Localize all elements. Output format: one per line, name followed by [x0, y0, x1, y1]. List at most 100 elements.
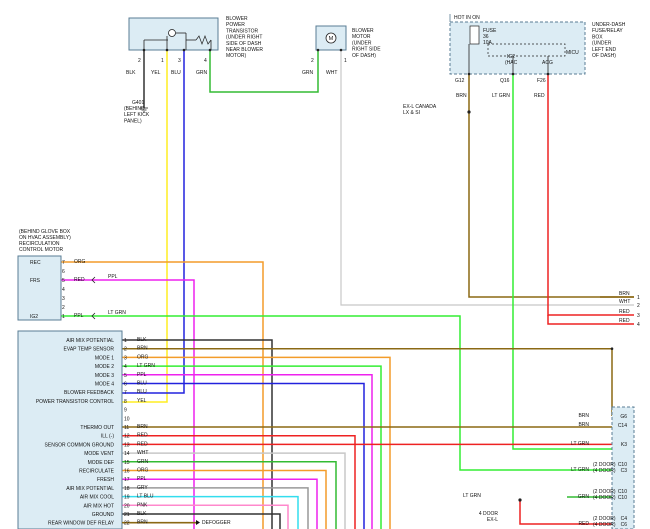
control-unit-wire-label: BRN — [137, 346, 148, 352]
control-unit-pin-label: AIR MIX COOL — [80, 495, 114, 501]
recirc-wire-ltgrn-right: LT GRN — [108, 310, 126, 316]
blower-motor-label-line: OF DASH) — [352, 53, 376, 59]
wire-pin2-brn — [122, 347, 613, 416]
wire-ltgrn-ig2 — [60, 315, 612, 471]
control-unit-pin-label: MODE 4 — [95, 382, 114, 388]
recirc-pin-number: 6 — [62, 269, 65, 275]
control-unit-pin-label: POWER TRANSISTOR CONTROL — [36, 399, 114, 405]
ground-note-line: LEFT KICK — [124, 112, 150, 118]
transistor-symbol — [168, 29, 176, 37]
splice-dot-canada — [467, 110, 471, 114]
wire-ltgrn-fuse — [512, 74, 612, 450]
pin-dot-4 — [165, 48, 169, 52]
blower-motor-label-line: BLOWER — [352, 28, 374, 34]
control-unit-wire-label: ORG — [137, 354, 149, 360]
recirc-wire-label: RED — [74, 277, 85, 283]
connector-wire-label: GRN — [578, 494, 590, 500]
connector-wire-label: BRN — [578, 422, 589, 428]
control-unit-pin-number: 18 — [124, 486, 130, 492]
recirc-label-line: (BEHIND GLOVE BOX — [19, 229, 71, 235]
transistor-label-line: (UNDER RIGHT — [226, 35, 262, 41]
connector-pin-number: C6 — [621, 522, 628, 528]
blower-motor-label-line: (UNDER — [352, 40, 372, 46]
recirc-label-line: RECIRCULATION — [19, 241, 60, 247]
wire-pin14-wht — [122, 452, 346, 529]
control-unit-pin-number: 10 — [124, 416, 130, 422]
right-pin-number: 2 — [637, 303, 640, 309]
control-unit-pin-label: MODE VENT — [84, 451, 114, 457]
control-unit-pin-label: AIR MIX HOT — [83, 503, 114, 509]
recirc-pin-number: 3 — [62, 296, 65, 302]
canada-note-line: LX & SI — [403, 110, 420, 116]
connector-ltgrn-mid: LT GRN — [463, 493, 481, 499]
fuse-box-label-line: FUSE/RELAY — [592, 28, 623, 34]
control-unit-pin-label: MODE DEF — [88, 460, 114, 466]
control-unit-pin-label: MODE 3 — [95, 373, 114, 379]
defogger-label: DEFOGGER — [202, 520, 231, 526]
recirc-terminal-name: REC — [30, 260, 41, 266]
micu-box — [487, 43, 566, 57]
pin-dot-3 — [142, 48, 146, 52]
control-unit-pin-number: 4 — [124, 364, 127, 370]
control-unit-wire-label: BLK — [137, 337, 147, 343]
defogger-arrow — [196, 520, 200, 525]
wire-layer — [60, 50, 634, 529]
control-unit-wire-label: GRN — [137, 459, 149, 465]
recirc-terminal-name: FRS — [30, 278, 41, 284]
resistor-symbol — [195, 35, 212, 45]
control-unit-wire-label: GRY — [137, 485, 148, 491]
wire-pin20-pnk — [122, 504, 289, 529]
four-door-note-line: 4 DOOR — [479, 511, 499, 517]
fuse-pin-g12: G12 — [455, 78, 465, 84]
control-unit-pin-label: FRESH — [97, 477, 114, 483]
control-unit-wire-label: RED — [137, 441, 148, 447]
fuse-box-label-line: BOX — [592, 34, 603, 40]
wire-grn-motor — [209, 50, 319, 93]
wire-pin6-blu — [122, 382, 365, 529]
control-unit-pin-label: SENSOR COMMON GROUND — [45, 442, 115, 448]
climate-control-unit-box — [17, 330, 123, 529]
transistor-label-line: NEAR BLOWER — [226, 47, 263, 53]
connector-door-note: (4 DOOR) — [593, 468, 616, 474]
wire-red-4door — [519, 500, 567, 525]
fuse-label-line: 10A — [483, 40, 493, 46]
control-unit-wire-label: RED — [137, 433, 148, 439]
pin-dot-6 — [208, 48, 212, 52]
wire-pin12-red — [122, 434, 356, 529]
recirc-pin-number: 1 — [62, 314, 65, 320]
right-wire-label: WHT — [619, 299, 630, 305]
transistor-pin-number: 3 — [178, 58, 181, 64]
recirc-pin-number: 2 — [62, 305, 65, 311]
acg-label: ACG — [542, 60, 553, 66]
control-unit-pin-number: 19 — [124, 495, 130, 501]
wire-pin3-org — [122, 356, 391, 529]
right-wire-label: BRN — [619, 291, 630, 297]
pin-dot-2 — [546, 72, 550, 76]
recirc-label-line: CONTROL MOTOR — [19, 247, 64, 253]
control-unit-pin-number: 5 — [124, 373, 127, 379]
control-unit-pin-number: 15 — [124, 460, 130, 466]
wire-ppl-frs — [60, 279, 195, 529]
micu-label: MICU — [566, 50, 579, 56]
control-unit-pin-number: 20 — [124, 503, 130, 509]
connector-pin-number: C10 — [618, 489, 627, 495]
control-unit-pin-number: 6 — [124, 382, 127, 388]
four-door-note-line: EX-L — [487, 517, 498, 523]
fuse-36-symbol — [469, 25, 480, 45]
control-unit-pin-label: THERMO OUT — [80, 425, 114, 431]
control-unit-pin-number: 2 — [124, 347, 127, 353]
control-unit-pin-number: 22 — [124, 521, 130, 527]
control-unit-pin-number: 16 — [124, 469, 130, 475]
recirc-motor-box — [17, 255, 62, 321]
splice-dot-4door — [518, 498, 522, 502]
control-unit-pin-label: BLOWER FEEDBACK — [64, 390, 115, 396]
control-unit-wire-label: PPL — [137, 372, 147, 378]
control-unit-wire-label: PNK — [137, 502, 148, 508]
recirc-terminal-name: IG2 — [30, 314, 38, 320]
canada-note-line: EX-L CANADA — [403, 104, 437, 110]
motor-pin-number: 2 — [311, 58, 314, 64]
right-wire-label: RED — [619, 318, 630, 324]
control-unit-wire-label: ORG — [137, 468, 149, 474]
right-wire-label: RED — [619, 309, 630, 315]
connector-pin-number: C4 — [621, 516, 628, 522]
